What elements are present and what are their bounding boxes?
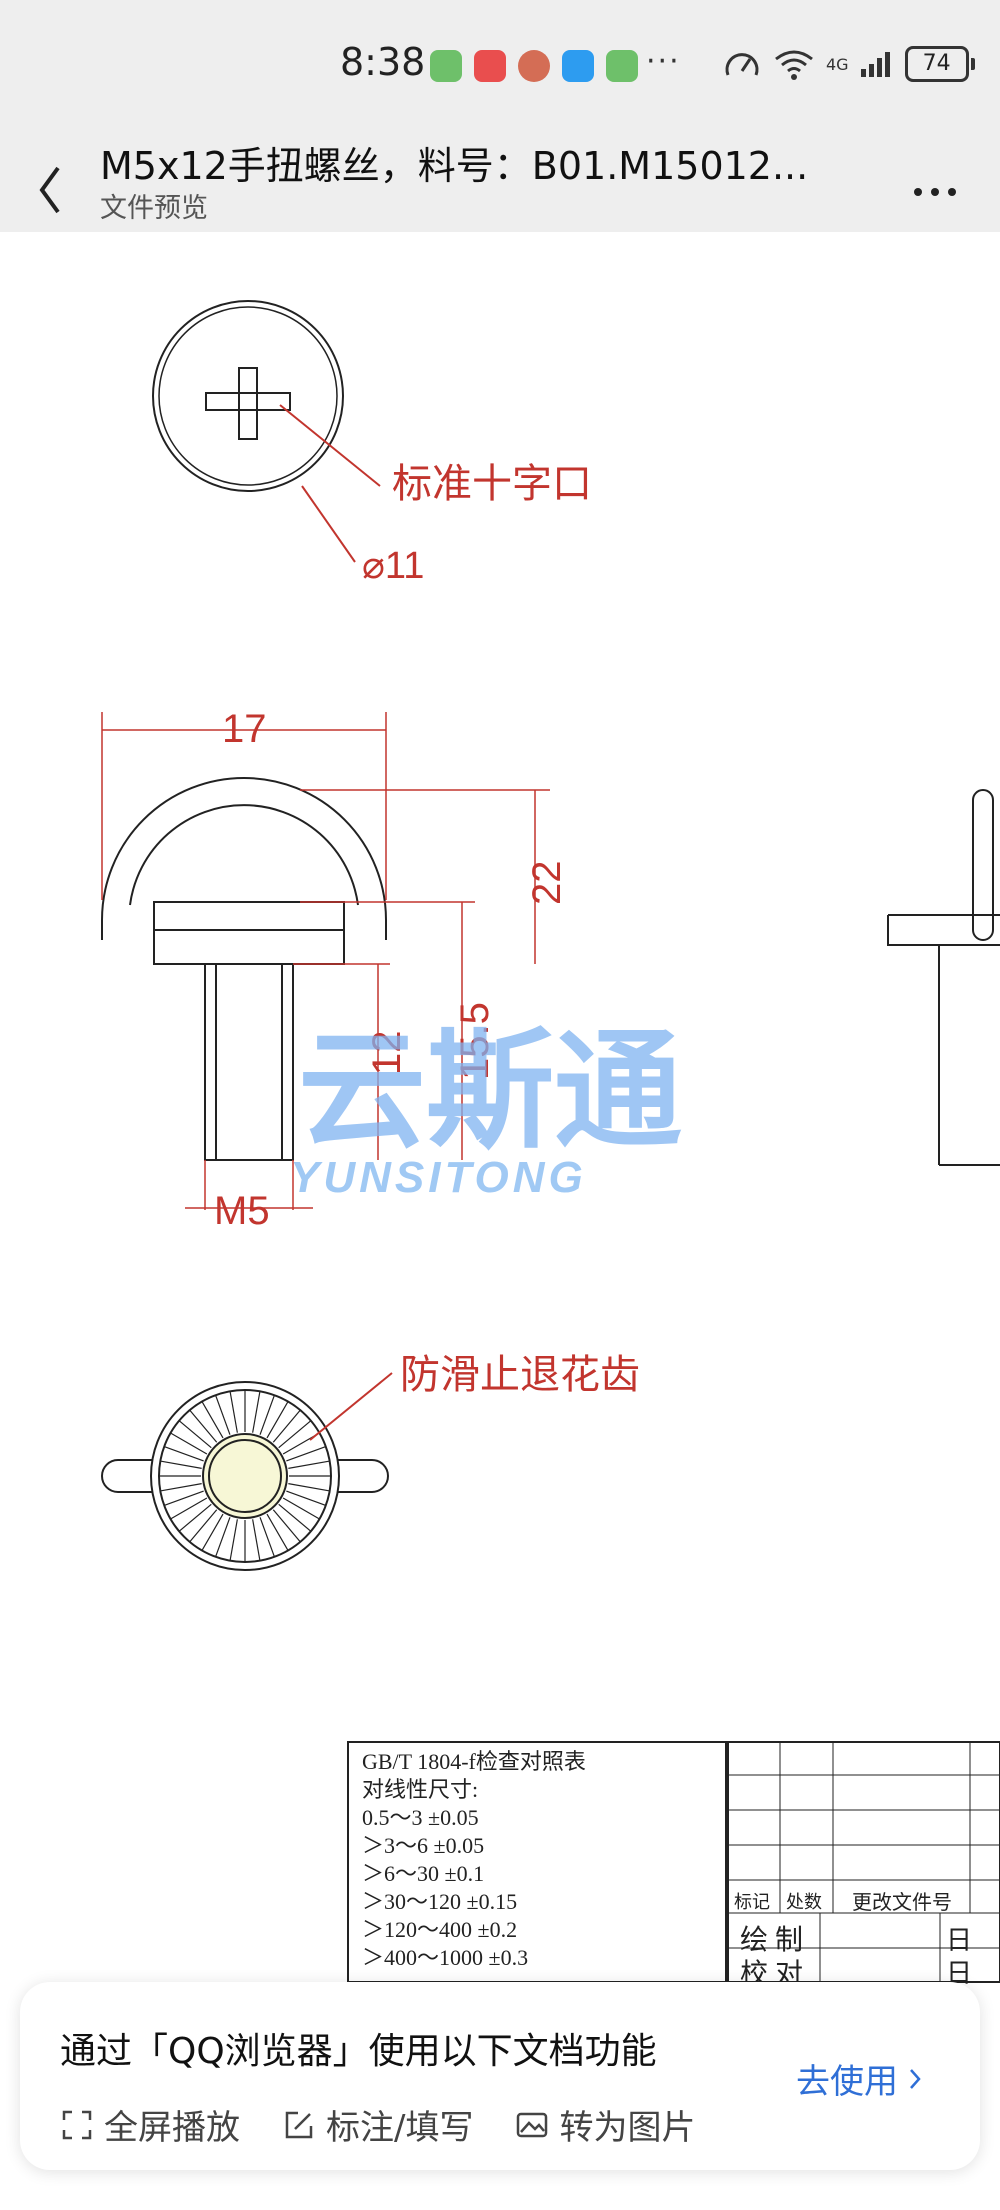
knurl-line: [229, 1519, 238, 1561]
status-more-indicator: ···: [646, 44, 681, 79]
tolerance-line: ＞3～6 ±0.05: [362, 1833, 485, 1858]
fullscreen-label: 全屏播放: [104, 2108, 240, 2148]
knurl-line: [259, 1517, 275, 1558]
fullscreen-play-button[interactable]: 全屏播放: [60, 2100, 240, 2149]
knurl-line: [286, 1446, 327, 1462]
tolerance-line: ＞400～1000 ±0.3: [362, 1945, 529, 1970]
knurl-line: [288, 1483, 330, 1492]
tolerance-line: ＞30～120 ±0.15: [362, 1889, 518, 1914]
table-row-draw: 绘 制: [740, 1925, 804, 1956]
right-view-partial: [887, 789, 1000, 1166]
dim-height-shank-head: 15.5: [453, 1002, 497, 1080]
annotate-label: 标注/填写: [326, 2108, 474, 2148]
knurl-line: [163, 1446, 204, 1462]
prompt-actions: 全屏播放 标注/填写 转为图片: [60, 2100, 695, 2149]
tolerance-table: GB/T 1804-f检查对照表 对线性尺寸: 0.5～3 ±0.05 ＞3～6…: [362, 1748, 586, 1972]
message-notification-icon: [562, 50, 594, 82]
status-time: 8:38: [340, 40, 426, 84]
qq-browser-prompt-card: 通过「QQ浏览器」使用以下文档功能 全屏播放 标注/填写 转为图片 去使用: [20, 1982, 980, 2170]
document-header: M5x12手扭螺丝，料号：B01.M15012... 文件预览: [0, 130, 1000, 232]
status-right-group: 4G 74: [722, 46, 975, 82]
knurl-line: [189, 1409, 218, 1443]
knurl-line: [266, 1401, 289, 1439]
knurl-line: [288, 1460, 330, 1469]
dim-diameter: ⌀11: [362, 545, 424, 587]
knurl-line: [282, 1497, 320, 1520]
document-subtitle: 文件预览: [100, 193, 208, 224]
signal-bars-icon: [860, 52, 890, 77]
knurl-line: [160, 1460, 202, 1469]
chevron-left-icon: [39, 166, 60, 214]
wifi-icon: [775, 50, 813, 80]
document-title: M5x12手扭螺丝，料号：B01.M15012...: [100, 144, 809, 188]
knurl-line: [215, 1517, 231, 1558]
convert-label: 转为图片: [559, 2108, 696, 2148]
knurl-line: [229, 1391, 238, 1433]
side-view: [101, 777, 387, 1161]
knurl-line: [215, 1394, 231, 1435]
dim-width: 17: [222, 707, 267, 751]
table-header-file: 更改文件号: [852, 1892, 952, 1914]
knurl-line: [201, 1401, 224, 1439]
bottom-view: [101, 1381, 389, 1571]
back-button[interactable]: [24, 148, 84, 218]
top-view: [152, 300, 381, 563]
knurl-line: [178, 1503, 212, 1532]
knurl-line: [178, 1420, 212, 1449]
prompt-heading: 通过「QQ浏览器」使用以下文档功能: [60, 2031, 657, 2072]
note-cross-slot: 标准十字口: [392, 461, 592, 507]
tolerance-line: ＞120～400 ±0.2: [362, 1917, 518, 1942]
dim-thread: M5: [214, 1189, 270, 1233]
technical-drawing: 标准十字口 ⌀11 17 22 15.5 12 M5 云斯通 YUNSITONG: [101, 300, 1000, 1983]
knurl-line: [266, 1513, 289, 1551]
edit-icon: [285, 2111, 313, 2138]
knurl-line: [252, 1391, 261, 1433]
knurl-line: [278, 1503, 312, 1532]
dim-height-total: 22: [525, 861, 569, 906]
knurl-line: [189, 1509, 218, 1543]
knurl-line: [278, 1420, 312, 1449]
status-app-icons: [430, 50, 638, 82]
tolerance-line: ＞6～30 ±0.1: [362, 1861, 485, 1886]
table-day-1: 日: [946, 1926, 973, 1955]
tolerance-line: 对线性尺寸:: [362, 1777, 479, 1802]
knurl-line: [163, 1490, 204, 1506]
knurl-line: [201, 1513, 224, 1551]
go-use-button[interactable]: 去使用: [796, 2054, 924, 2103]
watermark-text: YUNSITONG: [290, 1153, 587, 1202]
app-notification-icon: [430, 50, 462, 82]
avatar-notification-icon: [518, 50, 550, 82]
app-notification-icon: [606, 50, 638, 82]
watermark-logo: 云斯通: [298, 1020, 682, 1163]
table-header-chushu: 处数: [786, 1892, 822, 1912]
fullscreen-icon: [62, 2110, 92, 2139]
go-use-label: 去使用: [796, 2062, 898, 2102]
speedometer-icon: [725, 53, 759, 76]
more-horizontal-icon: [914, 188, 956, 196]
knurl-line: [272, 1509, 301, 1543]
knurl-line: [259, 1394, 275, 1435]
more-options-button[interactable]: [900, 150, 970, 210]
app-notification-icon: [474, 50, 506, 82]
status-bar: 8:38 ··· 4G 74: [0, 0, 1000, 130]
knurl-line: [170, 1432, 208, 1455]
battery-indicator: 74: [904, 46, 975, 82]
tolerance-line: 0.5～3 ±0.05: [362, 1805, 479, 1830]
convert-to-image-button[interactable]: 转为图片: [515, 2100, 695, 2149]
annotate-fill-button[interactable]: 标注/填写: [282, 2100, 473, 2149]
image-icon: [517, 2112, 548, 2137]
side-view-dimensions: [101, 712, 550, 1210]
knurl-line: [170, 1497, 208, 1520]
tolerance-line: GB/T 1804-f检查对照表: [362, 1749, 586, 1774]
table-header-biaoji: 标记: [734, 1892, 770, 1912]
chevron-right-icon: [910, 2068, 921, 2089]
dim-height-shank: 12: [365, 1031, 409, 1076]
knurl-line: [252, 1519, 261, 1561]
knurl-line: [286, 1490, 327, 1506]
knurl-line: [160, 1483, 202, 1492]
network-type-label: 4G: [826, 54, 849, 74]
note-knurl: 防滑止退花齿: [400, 1352, 640, 1398]
knurl-line: [272, 1409, 301, 1443]
